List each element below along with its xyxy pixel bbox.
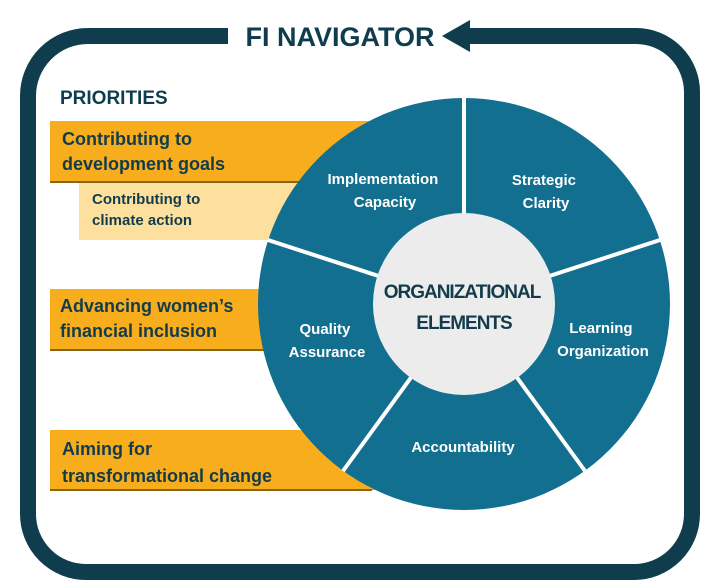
segment-quality-assurance: Quality Assurance bbox=[289, 321, 366, 361]
center-hub bbox=[373, 213, 555, 395]
segment-strategic-clarity: Strategic Clarity bbox=[512, 172, 580, 212]
priorities-heading: PRIORITIES bbox=[60, 88, 168, 109]
priority-label: Aiming for transformational change bbox=[62, 439, 272, 486]
segment-divider bbox=[503, 359, 587, 473]
segment-divider bbox=[341, 359, 425, 473]
outer-frame bbox=[20, 28, 700, 580]
priority-label: Contributing to development goals bbox=[62, 129, 225, 174]
segment-divider bbox=[267, 238, 398, 284]
segment-implementation-capacity: Implementation Capacity bbox=[327, 171, 442, 211]
priority-climate-action: Contributing to climate action bbox=[79, 183, 300, 240]
organizational-wheel: ORGANIZATIONAL ELEMENTS Implementation C… bbox=[258, 98, 670, 510]
left-arrow-icon bbox=[442, 20, 470, 52]
segment-dividers bbox=[267, 98, 661, 473]
segment-accountability: Accountability bbox=[411, 439, 515, 456]
segment-divider bbox=[530, 238, 661, 284]
segment-learning-organization: Learning Organization bbox=[557, 320, 649, 360]
center-label: ORGANIZATIONAL ELEMENTS bbox=[384, 282, 545, 334]
priority-label: Advancing women’s financial inclusion bbox=[60, 296, 238, 341]
sub-priority-bar bbox=[79, 183, 300, 240]
title: FI NAVIGATOR bbox=[246, 22, 435, 52]
sub-priority-label: Contributing to climate action bbox=[92, 191, 204, 229]
